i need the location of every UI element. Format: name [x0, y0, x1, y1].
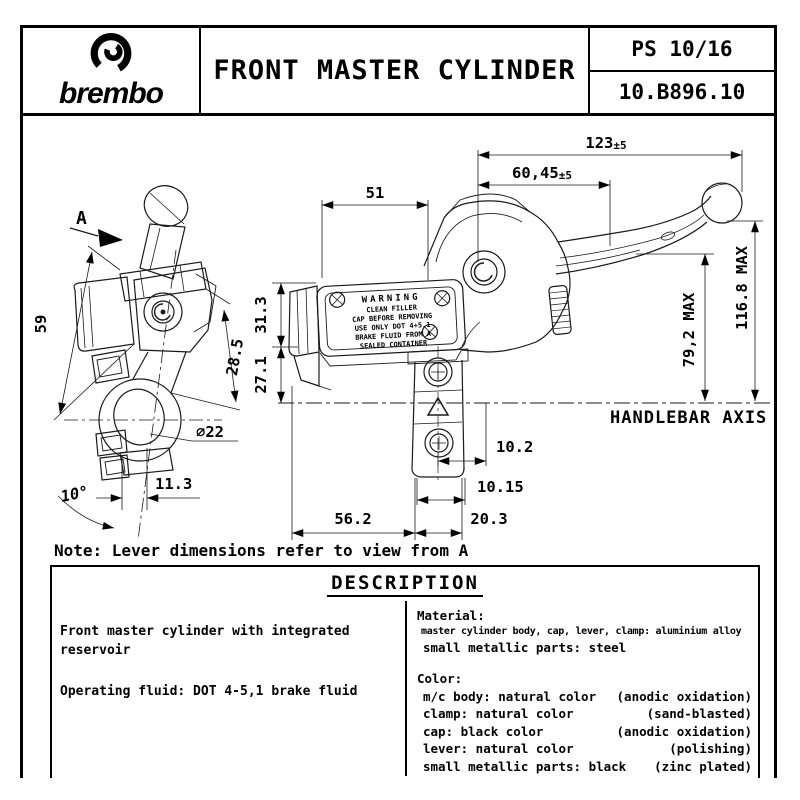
- front-view-dimensions: [272, 150, 763, 540]
- color-part: small metallic parts: black: [423, 758, 627, 774]
- color-part: cap: black color: [423, 723, 544, 739]
- dim-28-5-label: 28.5: [223, 337, 247, 377]
- document-title-cell: FRONT MASTER CYLINDER: [201, 28, 588, 113]
- dim-10deg-label: 10°: [59, 482, 90, 505]
- description-right-column: Material: master cylinder body, cap, lev…: [405, 601, 758, 776]
- dim-60-45-label: 60,45±5: [512, 164, 572, 182]
- warning-line-1: WARNING: [361, 292, 420, 305]
- dim-51-label: 51: [366, 184, 385, 202]
- code-cell: PS 10/16 10.B896.10: [588, 28, 774, 113]
- color-row: clamp: natural color (sand-blasted): [417, 705, 752, 723]
- side-view-dimensions: [53, 245, 241, 530]
- dim-10-15-label: 10.15: [477, 478, 524, 496]
- color-title: Color:: [417, 671, 463, 686]
- color-finish: (anodic oxidation): [616, 688, 752, 704]
- brand-wordmark: brembo: [58, 76, 164, 110]
- material-line: master cylinder body, cap, lever, clamp:…: [421, 625, 742, 637]
- warning-line-2: CLEAN FILLER: [366, 304, 418, 315]
- dim-123-label: 123±5: [585, 134, 626, 152]
- dim-116-8-label: 116.8 MAX: [733, 245, 751, 330]
- description-left-column: Front master cylinder with integrated re…: [52, 601, 405, 776]
- view-a-marker: A: [69, 208, 123, 247]
- model-code: PS 10/16: [590, 28, 774, 72]
- view-a-leader: [69, 227, 99, 237]
- color-finish: (anodic oxidation): [616, 723, 752, 739]
- color-row: small metallic parts: black (zinc plated…: [417, 758, 752, 776]
- cap-warning-label: WARNING CLEAN FILLER CAP BEFORE REMOVING…: [352, 292, 432, 351]
- color-finish: (polishing): [669, 741, 752, 756]
- color-finish: (sand-blasted): [646, 706, 752, 721]
- view-a-arrow-icon: [98, 229, 123, 247]
- handlebar-axis-label: HANDLEBAR AXIS: [610, 408, 767, 428]
- material-title: Material:: [417, 608, 485, 623]
- dim-bore-label: ∅22: [196, 423, 224, 441]
- dim-59-label: 59: [32, 315, 50, 334]
- color-part: lever: natural color: [423, 741, 574, 756]
- warning-line-4: USE ONLY DOT 4÷5.1: [355, 321, 431, 333]
- color-finish: (zinc plated): [654, 758, 752, 774]
- description-title: DESCRIPTION: [327, 572, 483, 597]
- color-row: m/c body: natural color (anodic oxidatio…: [417, 688, 752, 706]
- side-view-geometry: [64, 185, 222, 541]
- part-number: 10.B896.10: [618, 80, 746, 105]
- brembo-logo-icon: [90, 32, 132, 74]
- material-line: small metallic parts: steel: [423, 639, 627, 655]
- title-block: brembo FRONT MASTER CYLINDER PS 10/16 10…: [20, 25, 777, 116]
- description-box: DESCRIPTION Front master cylinder with i…: [50, 565, 760, 778]
- color-part: m/c body: natural color: [423, 688, 597, 704]
- dim-31-3-label: 31.3: [252, 296, 270, 333]
- lever-note: Note: Lever dimensions refer to view fro…: [54, 541, 469, 560]
- dim-20-3-label: 20.3: [470, 510, 507, 528]
- dim-56-2-label: 56.2: [334, 510, 371, 528]
- description-title-row: DESCRIPTION: [52, 567, 758, 601]
- description-columns: Front master cylinder with integrated re…: [52, 601, 758, 776]
- view-a-label: A: [76, 208, 87, 229]
- dim-10-2-label: 10.2: [496, 438, 533, 456]
- color-part: clamp: natural color: [423, 706, 574, 721]
- description-summary: Front master cylinder with integrated re…: [60, 624, 350, 658]
- page-title: FRONT MASTER CYLINDER: [213, 55, 576, 86]
- warning-line-6: SEALED CONTAINER: [360, 339, 429, 351]
- color-row: lever: natural color (polishing): [417, 740, 752, 758]
- dim-11-3-label: 11.3: [155, 475, 192, 493]
- operating-fluid: Operating fluid: DOT 4-5,1 brake fluid: [60, 683, 358, 699]
- dim-27-1-label: 27.1: [252, 356, 270, 393]
- color-row: cap: black color (anodic oxidation): [417, 723, 752, 741]
- dim-79-2-label: 79,2 MAX: [680, 292, 698, 367]
- brand-cell: brembo: [23, 28, 201, 113]
